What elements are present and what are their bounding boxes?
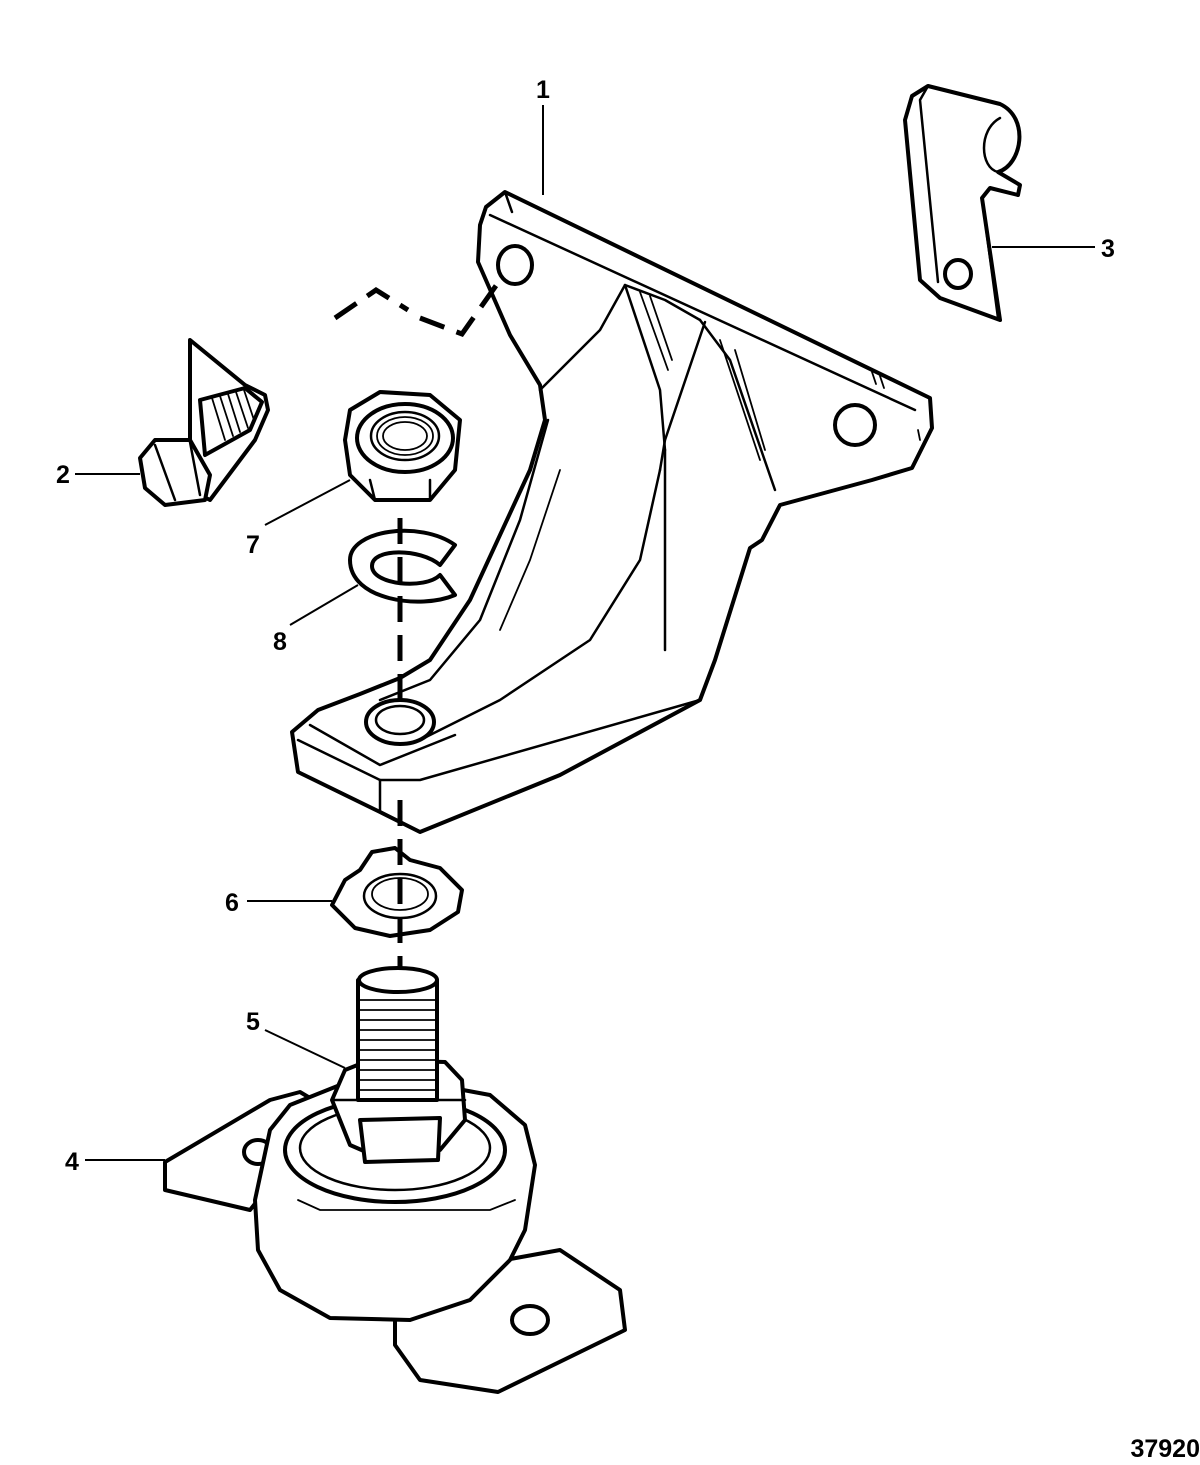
svg-text:2: 2: [56, 461, 70, 489]
svg-text:6: 6: [225, 889, 239, 917]
svg-text:3: 3: [1101, 235, 1115, 263]
tab-washer: [330, 846, 464, 938]
svg-text:8: 8: [273, 628, 287, 656]
callout-4: 4: [65, 1148, 165, 1176]
callout-5: 5: [246, 1008, 346, 1069]
locator-line: [333, 278, 503, 338]
isolator-mount: [163, 966, 627, 1394]
mount-bracket: [290, 190, 934, 834]
callout-7: 7: [246, 479, 351, 559]
svg-text:1: 1: [536, 76, 550, 104]
clamp-clip: [903, 84, 1022, 322]
bolt: [138, 338, 270, 507]
callout-6: 6: [225, 889, 332, 917]
callout-2: 2: [56, 461, 140, 489]
svg-text:5: 5: [246, 1008, 260, 1036]
svg-text:4: 4: [65, 1148, 79, 1176]
lock-washer: [348, 528, 457, 604]
callout-8: 8: [273, 584, 359, 656]
callout-1: 1: [536, 76, 550, 195]
svg-text:7: 7: [246, 531, 260, 559]
figure-number: 37920: [1130, 1435, 1200, 1463]
hex-nut: [343, 390, 462, 502]
callout-3: 3: [992, 235, 1115, 263]
